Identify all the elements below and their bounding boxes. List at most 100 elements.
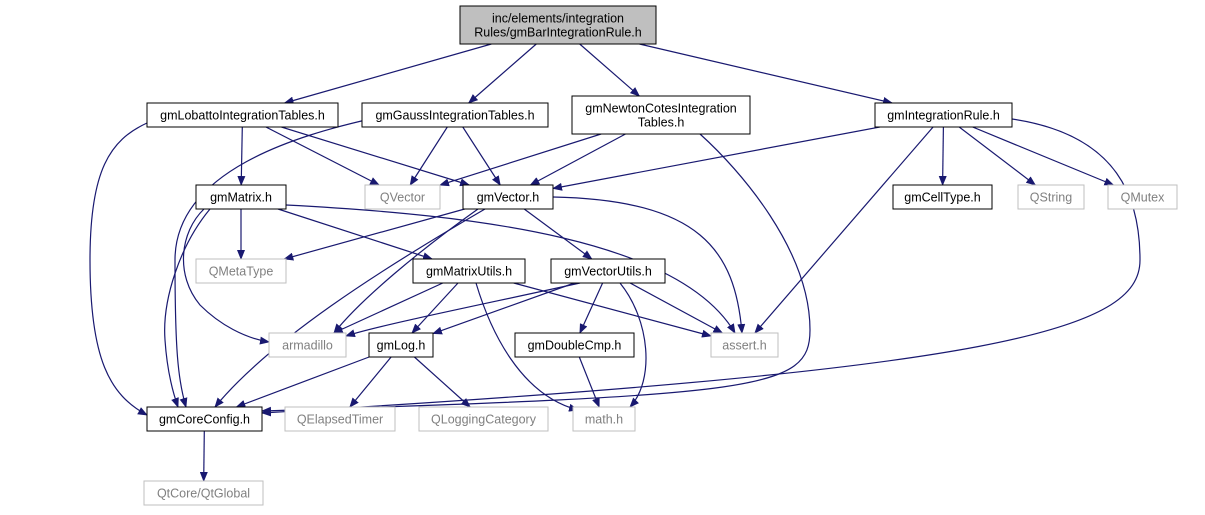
node-box [1107,184,1178,210]
node-box [418,406,549,432]
edge-line [467,43,537,104]
edge-vectorutils-to-assert [629,282,724,334]
edge-line [579,282,604,334]
edge-gauss-to-vector [462,126,501,186]
node-intrule[interactable]: gmIntegrationRule.h [874,102,1013,128]
edge-line [332,282,444,334]
edge-line [413,356,471,408]
node-label: gmLobattoIntegrationTables.h [160,109,325,123]
node-log[interactable]: gmLog.h [368,332,434,358]
edge-intrule-to-qmutex [972,126,1115,186]
node-box [514,332,635,358]
edge-vectorutils-to-math [619,282,647,408]
node-label: QMetaType [209,265,274,279]
edge-line [182,208,270,345]
edge-matrix-to-armadillo [182,208,270,345]
edge-line [579,43,641,97]
node-coreconfig[interactable]: gmCoreConfig.h [146,406,263,432]
edge-line [938,126,947,186]
edge-log-to-qelapsed [349,356,392,408]
edge-vectorutils-to-doublecmp [579,282,604,334]
edge-root-to-intrule [639,43,894,105]
edge-matrixutils-to-assert [513,282,712,338]
node-label: gmNewtonCotesIntegration [585,102,737,116]
edge-lobatto-to-qvector [265,126,380,186]
node-box [146,406,263,432]
node-label: QtCore/QtGlobal [157,487,250,501]
node-box [364,184,441,210]
nodes-layer: inc/elements/integrationRules/gmBarInteg… [143,5,1178,506]
node-box [284,406,396,432]
node-root[interactable]: inc/elements/integrationRules/gmBarInteg… [459,5,657,45]
edges-layer [89,43,1141,482]
node-label: gmIntegrationRule.h [887,109,1000,123]
edge-matrixutils-to-armadillo [332,282,444,334]
edge-intrule-to-qstring [958,126,1037,186]
edge-line [277,208,433,261]
edge-line [513,282,712,338]
edge-line [552,196,746,334]
edge-line [345,282,581,338]
node-vector[interactable]: gmVector.h [462,184,554,210]
node-vectorutils[interactable]: gmVectorUtils.h [550,258,666,284]
node-qelapsed[interactable]: QElapsedTimer [284,406,396,432]
edge-line [639,43,894,105]
node-lobatto[interactable]: gmLobattoIntegrationTables.h [146,102,339,128]
edge-gauss-to-qvector [409,126,448,186]
node-label: QElapsedTimer [297,413,383,427]
node-qtglobal[interactable]: QtCore/QtGlobal [143,480,264,506]
edge-line [475,282,579,412]
node-box [550,258,666,284]
node-label: QLoggingCategory [431,413,537,427]
edge-line [349,356,392,408]
edge-lobatto-to-coreconfig [89,122,148,416]
edge-line [164,208,211,408]
edge-line [333,208,479,334]
node-qstring[interactable]: QString [1017,184,1085,210]
edge-root-to-gauss [467,43,537,104]
node-matrix[interactable]: gmMatrix.h [195,184,287,210]
node-celltype[interactable]: gmCellType.h [892,184,993,210]
node-box [1017,184,1085,210]
edge-log-to-coreconfig [235,356,370,408]
edge-line [619,282,647,408]
edge-line [237,126,246,186]
node-label: QString [1030,191,1072,205]
edge-newton-to-vector [529,133,626,186]
edge-line [552,126,880,191]
edge-coreconfig-to-qtglobal [199,430,208,482]
edge-line [409,126,448,186]
node-label: Tables.h [638,116,685,130]
node-box [268,332,347,358]
node-label: gmMatrixUtils.h [426,265,512,279]
node-label: QVector [380,191,425,205]
node-box [195,258,287,284]
node-label: armadillo [282,339,333,353]
node-doublecmp[interactable]: gmDoubleCmp.h [514,332,635,358]
edge-line [261,133,811,415]
edge-line [958,126,1037,186]
node-matrixutils[interactable]: gmMatrixUtils.h [412,258,526,284]
node-qlogging[interactable]: QLoggingCategory [418,406,549,432]
node-qmetatype[interactable]: QMetaType [195,258,287,284]
node-box [368,332,434,358]
edge-line [283,43,492,105]
edge-line [754,126,934,334]
node-label: gmDoubleCmp.h [528,339,622,353]
edge-lobatto-to-matrix [237,126,246,186]
node-qmutex[interactable]: QMutex [1107,184,1178,210]
node-math[interactable]: math.h [572,406,636,432]
node-label: gmCoreConfig.h [159,413,250,427]
node-armadillo[interactable]: armadillo [268,332,347,358]
node-qvector[interactable]: QVector [364,184,441,210]
edge-line [529,133,626,186]
node-gauss[interactable]: gmGaussIntegrationTables.h [361,102,549,128]
node-assert[interactable]: assert.h [710,332,779,358]
edge-vectorutils-to-armadillo [345,282,581,338]
edge-line [89,122,148,416]
edge-vector-to-assert [552,196,746,334]
node-box [572,406,636,432]
node-label: Rules/gmBarIntegrationRule.h [474,26,641,40]
